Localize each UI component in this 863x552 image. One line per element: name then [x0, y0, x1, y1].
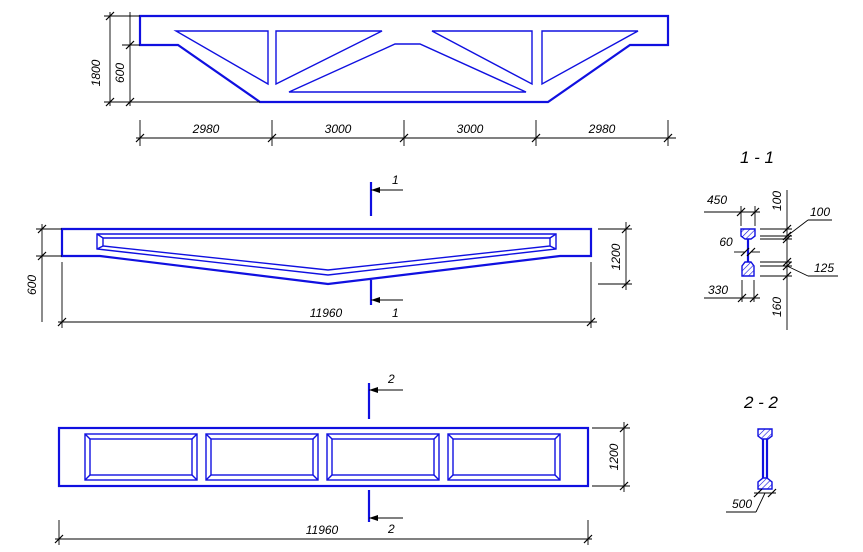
truss-panel-3 [288, 43, 527, 93]
truss-panel-4 [431, 30, 533, 86]
section-2-profile [757, 428, 773, 490]
panel-2 [205, 433, 319, 481]
dim-top-thickness: 100 [810, 205, 830, 219]
dim-beam-end-height: 600 [25, 275, 39, 295]
cut-mark-1-bottom: 1 [392, 306, 399, 320]
truss-dimensions [104, 11, 676, 146]
panel-4 [447, 433, 561, 481]
cut-mark-2-top: 2 [387, 372, 395, 386]
dim-beam-length: 11960 [310, 306, 343, 320]
dim-web: 60 [719, 235, 733, 249]
dim-section-2-base: 500 [732, 497, 752, 511]
dim-span-1: 2980 [192, 122, 220, 136]
dim-panel-beam-length: 11960 [306, 523, 339, 537]
section-1-title: 1 - 1 [740, 148, 774, 167]
dim-span-2: 3000 [325, 122, 352, 136]
dim-span-4: 2980 [588, 122, 616, 136]
dim-end-height: 600 [113, 63, 127, 83]
beam-elevation [60, 227, 593, 286]
beam-outline [60, 227, 593, 286]
panel-beam-elevation [57, 426, 590, 488]
cut-mark-2-bottom: 2 [387, 522, 395, 536]
panel-1 [84, 433, 198, 481]
dim-bottom-thickness: 125 [814, 261, 834, 275]
section-2-dimensions [726, 488, 777, 513]
panel-beam-dimensions [54, 422, 630, 545]
truss-panel-1 [173, 30, 269, 86]
panel-3 [326, 433, 440, 481]
dim-span-3: 3000 [457, 122, 484, 136]
panel-beam-section-marks [367, 383, 403, 522]
beam-inner [102, 237, 551, 271]
dim-bottom-width: 330 [708, 283, 728, 297]
truss-panel-5 [541, 30, 639, 86]
truss-outline [138, 14, 670, 104]
dim-bottom-height: 160 [770, 297, 784, 317]
dim-top-height: 100 [770, 191, 784, 211]
beam-dimensions [36, 222, 632, 328]
dim-beam-mid-height: 1200 [609, 243, 623, 270]
truss-elevation [138, 14, 670, 104]
beam-section-marks [369, 182, 403, 305]
truss-panel-2 [275, 30, 383, 86]
beam-inner-outer [96, 233, 557, 276]
dim-flange-width: 450 [707, 193, 727, 207]
dim-panel-beam-height: 1200 [607, 443, 621, 470]
section-2-title: 2 - 2 [743, 393, 779, 412]
section-1-dimensions [704, 190, 838, 330]
panel-beam-outline [57, 426, 590, 488]
section-1-profile [740, 228, 756, 277]
dim-total-height: 1800 [89, 59, 103, 86]
cut-mark-1-top: 1 [392, 173, 399, 187]
